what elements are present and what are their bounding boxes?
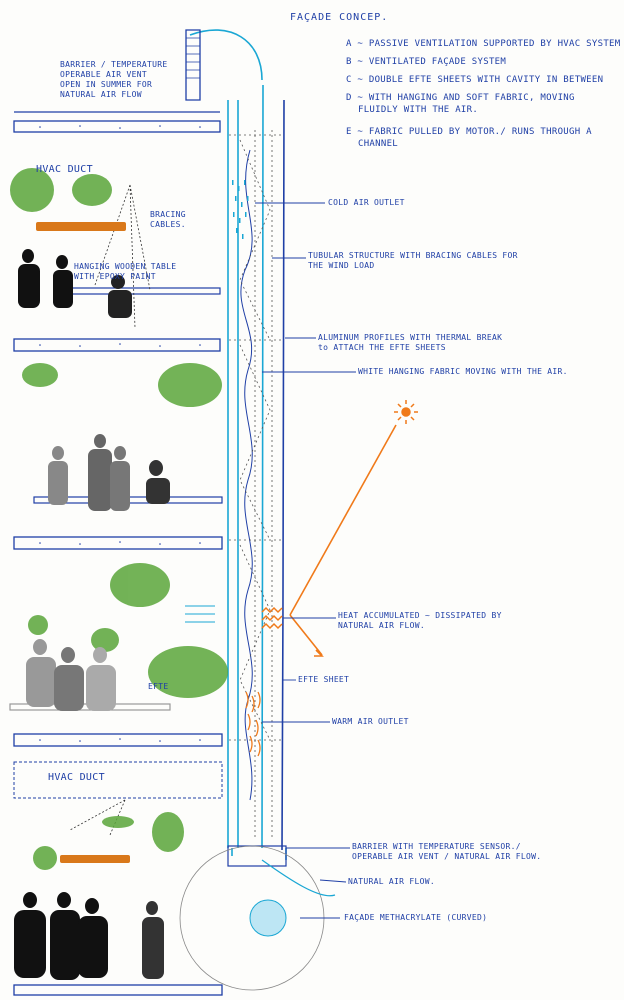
label-natural-air: NATURAL AIR FLOW.	[348, 877, 435, 886]
label-bracing: BRACING CABLES.	[150, 210, 186, 229]
slab-texture	[39, 125, 201, 742]
cold-air-droplets	[232, 180, 249, 239]
legend-b: B ~ VENTILATED FAÇADE SYSTEM	[346, 57, 507, 67]
label-methacrylate: FAÇADE METHACRYLATE (CURVED)	[344, 913, 488, 922]
warm-air-flames	[245, 691, 261, 757]
label-barrier-bottom: BARRIER WITH TEMPERATURE SENSOR./ OPERAB…	[352, 842, 542, 861]
natural-air-flow-line	[261, 859, 336, 897]
reflected-ray	[289, 614, 323, 656]
outer-facade-line	[261, 84, 264, 849]
hvac-duct-bottom	[13, 761, 223, 799]
label-hanging-table: HANGING WOODEN TABLE WITH EPOXY PAINT	[74, 262, 177, 281]
hvac-duct-top	[185, 29, 201, 101]
slab-1	[13, 120, 221, 133]
slab-5	[13, 984, 223, 996]
label-fabric: WHITE HANGING FABRIC MOVING WITH THE AIR…	[358, 367, 568, 376]
hanging-fabric	[240, 149, 253, 801]
heat-waves-left	[185, 605, 215, 623]
label-efte-mid: EFTE	[148, 682, 169, 691]
outer-skin-line	[281, 99, 285, 851]
label-barrier-top: BARRIER / TEMPERATURE OPERABLE AIR VENT …	[60, 60, 168, 99]
methacrylate-core	[249, 899, 287, 937]
label-aluminum: ALUMINUM PROFILES WITH THERMAL BREAK to …	[318, 333, 503, 352]
bracing-cables	[69, 184, 151, 836]
sun-ray	[289, 424, 397, 616]
table-1	[61, 287, 221, 295]
vent-slats	[186, 37, 200, 79]
label-tubular: TUBULAR STRUCTURE WITH BRACING CABLES FO…	[308, 251, 518, 270]
label-cold-air: COLD AIR OUTLET	[328, 198, 405, 207]
heat-zigzag	[261, 606, 283, 630]
slab-2	[13, 338, 221, 352]
sun	[394, 400, 418, 424]
legend-c: C ~ DOUBLE EFTE SHEETS WITH CAVITY IN BE…	[346, 75, 604, 85]
facade-lines	[189, 29, 287, 860]
legend-e2: CHANNEL	[358, 139, 399, 149]
leader-lines	[255, 202, 356, 919]
label-efte-sheet: EFTE SHEET	[298, 675, 350, 684]
barrier-bottom-box	[227, 845, 287, 867]
legend-a: A ~ PASSIVE VENTILATION SUPPORTED BY HVA…	[346, 39, 621, 49]
slab-3	[13, 536, 223, 550]
title: FAÇADE CONCEP.	[290, 12, 389, 23]
slab-4	[13, 733, 223, 747]
label-warm-air: WARM AIR OUTLET	[332, 717, 409, 726]
label-heat: HEAT ACCUMULATED ~ DISSIPATED BY NATURAL…	[338, 611, 502, 630]
bottom-ends	[231, 848, 287, 860]
arrow-head	[314, 649, 324, 657]
label-hvac-bottom: HVAC DUCT	[48, 772, 105, 783]
label-hvac-top: HVAC DUCT	[36, 164, 93, 175]
legend-d2: FLUIDLY WITH THE AIR.	[358, 105, 479, 115]
people	[14, 249, 170, 980]
legend-e: E ~ FABRIC PULLED BY MOTOR./ RUNS THROUG…	[346, 127, 592, 137]
legend-d: D ~ WITH HANGING AND SOFT FABRIC, MOVING	[346, 93, 575, 103]
floor-slabs	[13, 111, 223, 996]
top-curve	[189, 29, 263, 81]
hanging-planters	[36, 222, 130, 863]
plants	[10, 168, 228, 870]
